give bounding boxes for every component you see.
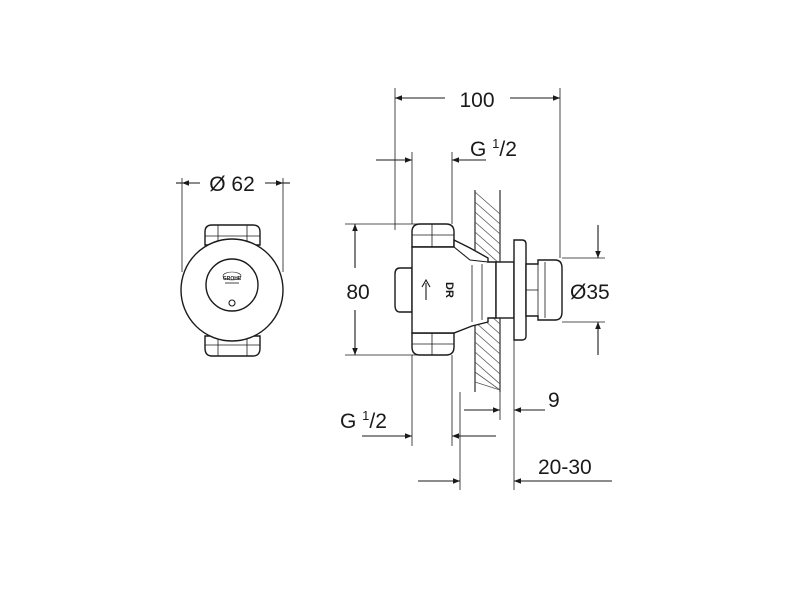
hatch-line	[474, 371, 501, 391]
flow-arrow-icon	[421, 278, 431, 300]
wall-range-label: 20-30	[538, 456, 592, 479]
diameter-cap-label: Ø35	[570, 281, 610, 304]
hatch-line	[474, 361, 501, 385]
hatch-line	[474, 381, 501, 391]
height-label: 80	[346, 281, 369, 304]
grohe-logo: GROHE	[222, 271, 242, 284]
hatch-line	[474, 241, 501, 265]
hatch-line	[474, 221, 501, 245]
hatch-line	[474, 351, 501, 375]
thread-bottom-label: G 1/2	[340, 408, 387, 433]
hatch-line	[474, 201, 501, 225]
side-view: 100 G 1/2 80	[340, 88, 612, 490]
svg-text:GROHE: GROHE	[223, 276, 242, 282]
push-button-circle	[205, 258, 259, 312]
total-length-label: 100	[459, 89, 494, 112]
body-stamp: DR	[443, 282, 455, 298]
front-view: Ø 62 GROHE	[176, 173, 290, 357]
hatch-line	[474, 211, 501, 235]
valve-body: DR	[394, 223, 563, 356]
hatch-line	[474, 231, 501, 255]
thread-top-label: G 1/2	[470, 136, 517, 161]
diameter-front-label: Ø 62	[209, 173, 255, 196]
hatch-line	[474, 341, 501, 365]
hatch-line	[474, 331, 501, 355]
hatch-line	[474, 321, 501, 345]
hatch-line	[474, 191, 501, 215]
offset-label: 9	[548, 389, 560, 412]
indicator-hole	[228, 299, 236, 307]
